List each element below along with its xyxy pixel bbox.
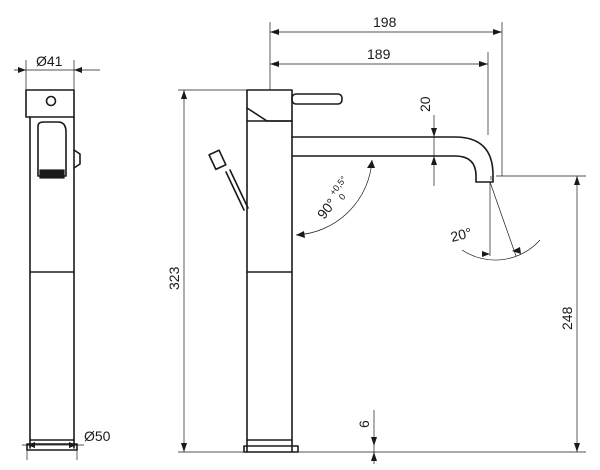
arrow [181, 443, 187, 452]
dim-label-diameter-top: Ø41 [36, 53, 63, 69]
dim-label-diameter-base: Ø50 [84, 428, 111, 444]
arrow [371, 437, 377, 446]
dim-label-base-height: 6 [356, 420, 372, 428]
arrow [493, 29, 502, 35]
handle-head [246, 89, 293, 122]
dim-label-spout-height: 248 [559, 306, 575, 330]
spout [291, 136, 494, 183]
side-top-cap [25, 89, 75, 118]
dim-label-spout-drop: 20 [417, 96, 433, 112]
arrow [371, 452, 377, 461]
arrow [482, 251, 490, 257]
lever-rotated-rod [229, 169, 249, 209]
arrow [27, 442, 35, 448]
dim-label-lever-angle-group: 90° +0,5° 0 [314, 174, 349, 222]
aerator [39, 169, 65, 179]
arrow [18, 67, 26, 73]
arrow [296, 231, 305, 238]
arrow [479, 61, 488, 67]
dim-label-total-reach: 198 [373, 14, 397, 30]
cap-indicator-dot [45, 95, 57, 107]
dim-label-lever-tol-lower: 0 [337, 192, 348, 202]
front-view: 198 189 20 323 248 6 [166, 14, 586, 464]
side-view: Ø41 Ø50 [14, 53, 111, 460]
arrow [270, 61, 279, 67]
arrow [367, 160, 375, 168]
handle-lever [291, 93, 343, 105]
arrow [574, 176, 580, 185]
arrow [181, 90, 187, 99]
arrow [574, 443, 580, 452]
lever-rotated-knob [208, 149, 227, 171]
dim-label-lever-angle: 90° [314, 195, 340, 222]
dim-arc-swivel-angle [461, 239, 541, 261]
dim-arc-lever-angle [295, 159, 373, 236]
arrow [69, 442, 77, 448]
dim-label-swivel-angle: 20° [449, 224, 473, 245]
arrow [270, 29, 279, 35]
lever-rotated-rod [225, 171, 245, 211]
arrow [431, 128, 437, 137]
base [243, 445, 299, 453]
arrow [74, 67, 82, 73]
arrow [431, 156, 437, 165]
swivel-rot-line [489, 181, 517, 257]
dim-label-spout-reach: 189 [367, 46, 391, 62]
arrow [512, 247, 521, 254]
side-spout-outline [37, 121, 67, 177]
side-lever-stub [73, 149, 81, 169]
dim-label-total-height: 323 [166, 266, 182, 290]
